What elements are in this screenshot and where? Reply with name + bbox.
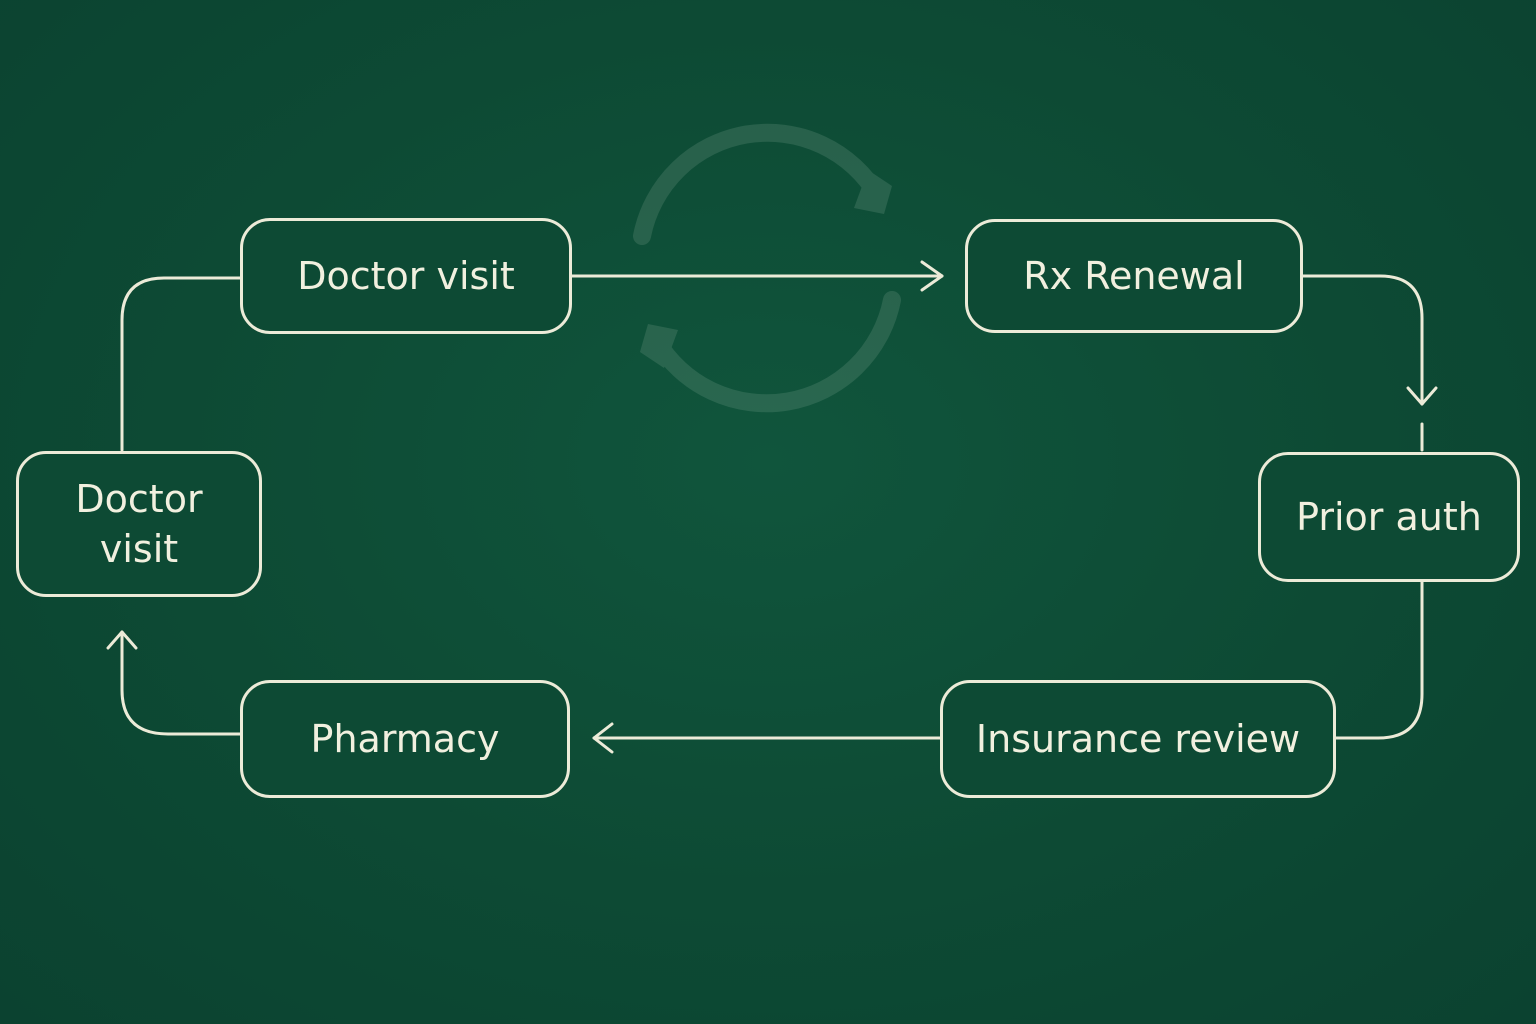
arrowhead-prior-auth: [1406, 386, 1438, 406]
arrowhead-pharmacy: [592, 722, 614, 754]
node-doctor-visit-top[interactable]: Doctor visit: [240, 218, 572, 334]
node-doctor-visit-left[interactable]: Doctor visit: [16, 451, 262, 597]
node-label: Rx Renewal: [1023, 254, 1245, 298]
arrowhead-doctor-visit-left: [106, 630, 138, 650]
arrowhead-rx-renewal: [920, 260, 944, 292]
edge-doctor-visit-loop: [120, 276, 242, 452]
node-insurance-review[interactable]: Insurance review: [940, 680, 1336, 798]
node-label: Prior auth: [1296, 495, 1482, 539]
node-prior-auth[interactable]: Prior auth: [1258, 452, 1520, 582]
node-label: Insurance review: [975, 717, 1301, 761]
edge-rx-renewal-to-prior-auth: [1300, 274, 1424, 406]
node-pharmacy[interactable]: Pharmacy: [240, 680, 570, 798]
node-label: Pharmacy: [310, 717, 500, 761]
edge-prior-auth-to-insurance-review: [1332, 580, 1424, 740]
node-label: Doctor visit: [297, 254, 515, 298]
cycle-arrows-icon: [633, 123, 901, 413]
node-label: Doctor visit: [75, 477, 203, 571]
edge-pharmacy-to-doctor-visit: [120, 630, 242, 736]
node-rx-renewal[interactable]: Rx Renewal: [965, 219, 1303, 333]
